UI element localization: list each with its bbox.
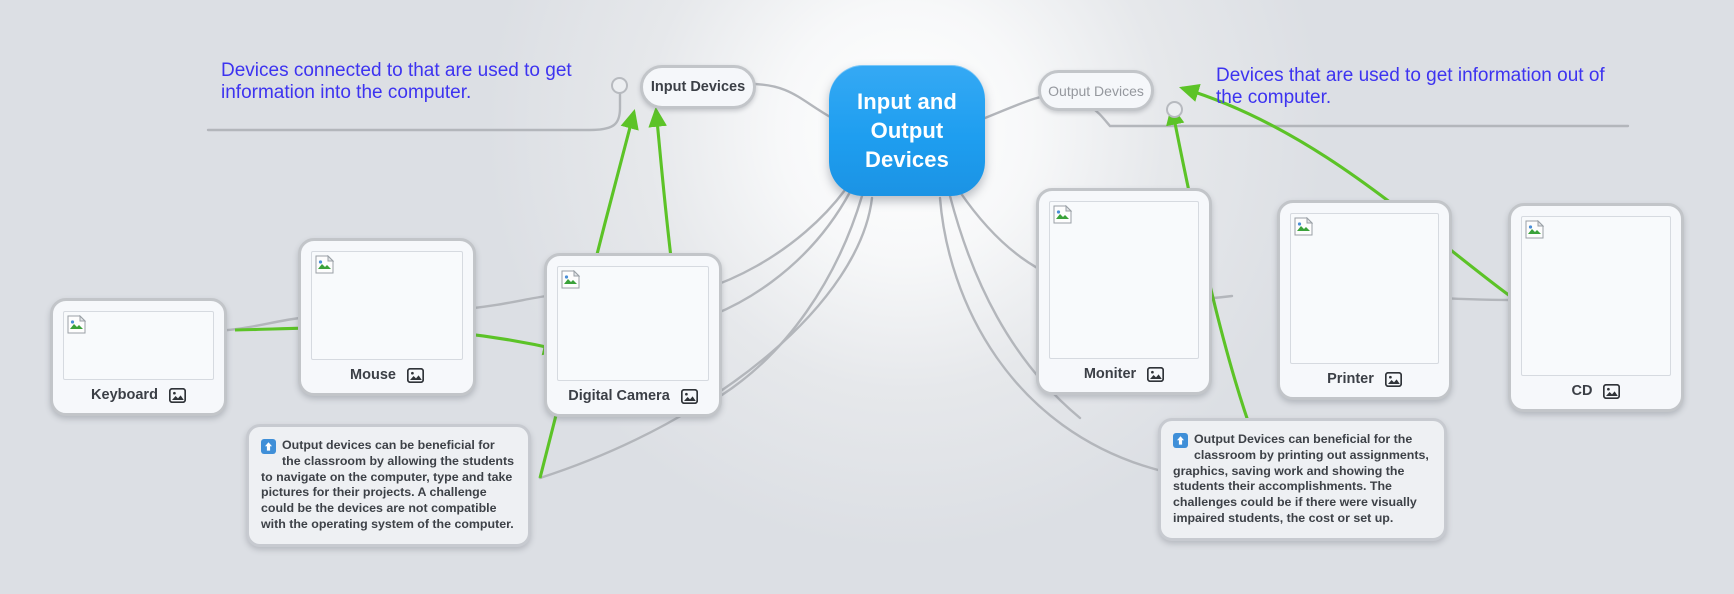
card-keyboard-label-row: Keyboard [53,380,224,413]
card-cd[interactable]: CD [1508,203,1684,412]
input-annotation-text: Devices connected to that are used to ge… [221,60,572,104]
card-digital-camera-image [557,266,709,381]
blue-up-arrow-icon [1173,433,1188,448]
card-keyboard[interactable]: Keyboard [50,298,227,416]
broken-image-placeholder-icon [67,315,86,334]
image-icon[interactable] [168,387,186,403]
card-keyboard-label: Keyboard [91,387,158,403]
broken-image-placeholder-icon [561,270,580,289]
input-branch-connector-dot[interactable] [611,77,628,94]
card-digital-camera[interactable]: Digital Camera [544,253,722,417]
card-moniter-image [1049,201,1199,359]
central-node[interactable]: Input and Output Devices [829,65,985,196]
card-cd-image [1521,216,1671,376]
note-output-devices-text: Output Devices can beneficial for the cl… [1173,432,1429,525]
card-cd-label: CD [1571,383,1593,399]
output-annotation-text: Devices that are used to get information… [1216,65,1605,109]
output-branch-connector-dot[interactable] [1166,101,1183,118]
branch-node-output-devices[interactable]: Output Devices [1038,70,1154,111]
broken-image-placeholder-icon [315,255,334,274]
image-icon[interactable] [680,388,698,404]
card-mouse-image [311,251,463,360]
card-printer-image [1290,213,1439,364]
image-icon[interactable] [1147,366,1165,382]
branch-node-input-devices[interactable]: Input Devices [640,65,756,109]
card-printer-label-row: Printer [1280,364,1449,397]
card-moniter[interactable]: Moniter [1036,188,1212,395]
note-output-devices[interactable]: Output Devices can beneficial for the cl… [1158,418,1447,541]
card-cd-label-row: CD [1511,376,1681,409]
card-printer-label: Printer [1327,371,1374,387]
broken-image-placeholder-icon [1053,205,1072,224]
note-input-devices[interactable]: Output devices can be beneficial for the… [246,424,531,547]
card-digital-camera-label: Digital Camera [568,388,670,404]
card-keyboard-image [63,311,214,380]
card-mouse[interactable]: Mouse [298,238,476,396]
card-mouse-label-row: Mouse [301,360,473,393]
card-moniter-label: Moniter [1083,366,1137,382]
broken-image-placeholder-icon [1525,220,1544,239]
image-icon[interactable] [1603,383,1621,399]
card-digital-camera-label-row: Digital Camera [547,381,719,414]
card-printer[interactable]: Printer [1277,200,1452,400]
card-mouse-label: Mouse [350,367,396,383]
broken-image-placeholder-icon [1294,217,1313,236]
card-moniter-label-row: Moniter [1039,359,1209,392]
image-icon[interactable] [406,367,424,383]
blue-up-arrow-icon [261,439,276,454]
image-icon[interactable] [1384,371,1402,387]
note-input-devices-text: Output devices can be beneficial for the… [261,438,515,531]
